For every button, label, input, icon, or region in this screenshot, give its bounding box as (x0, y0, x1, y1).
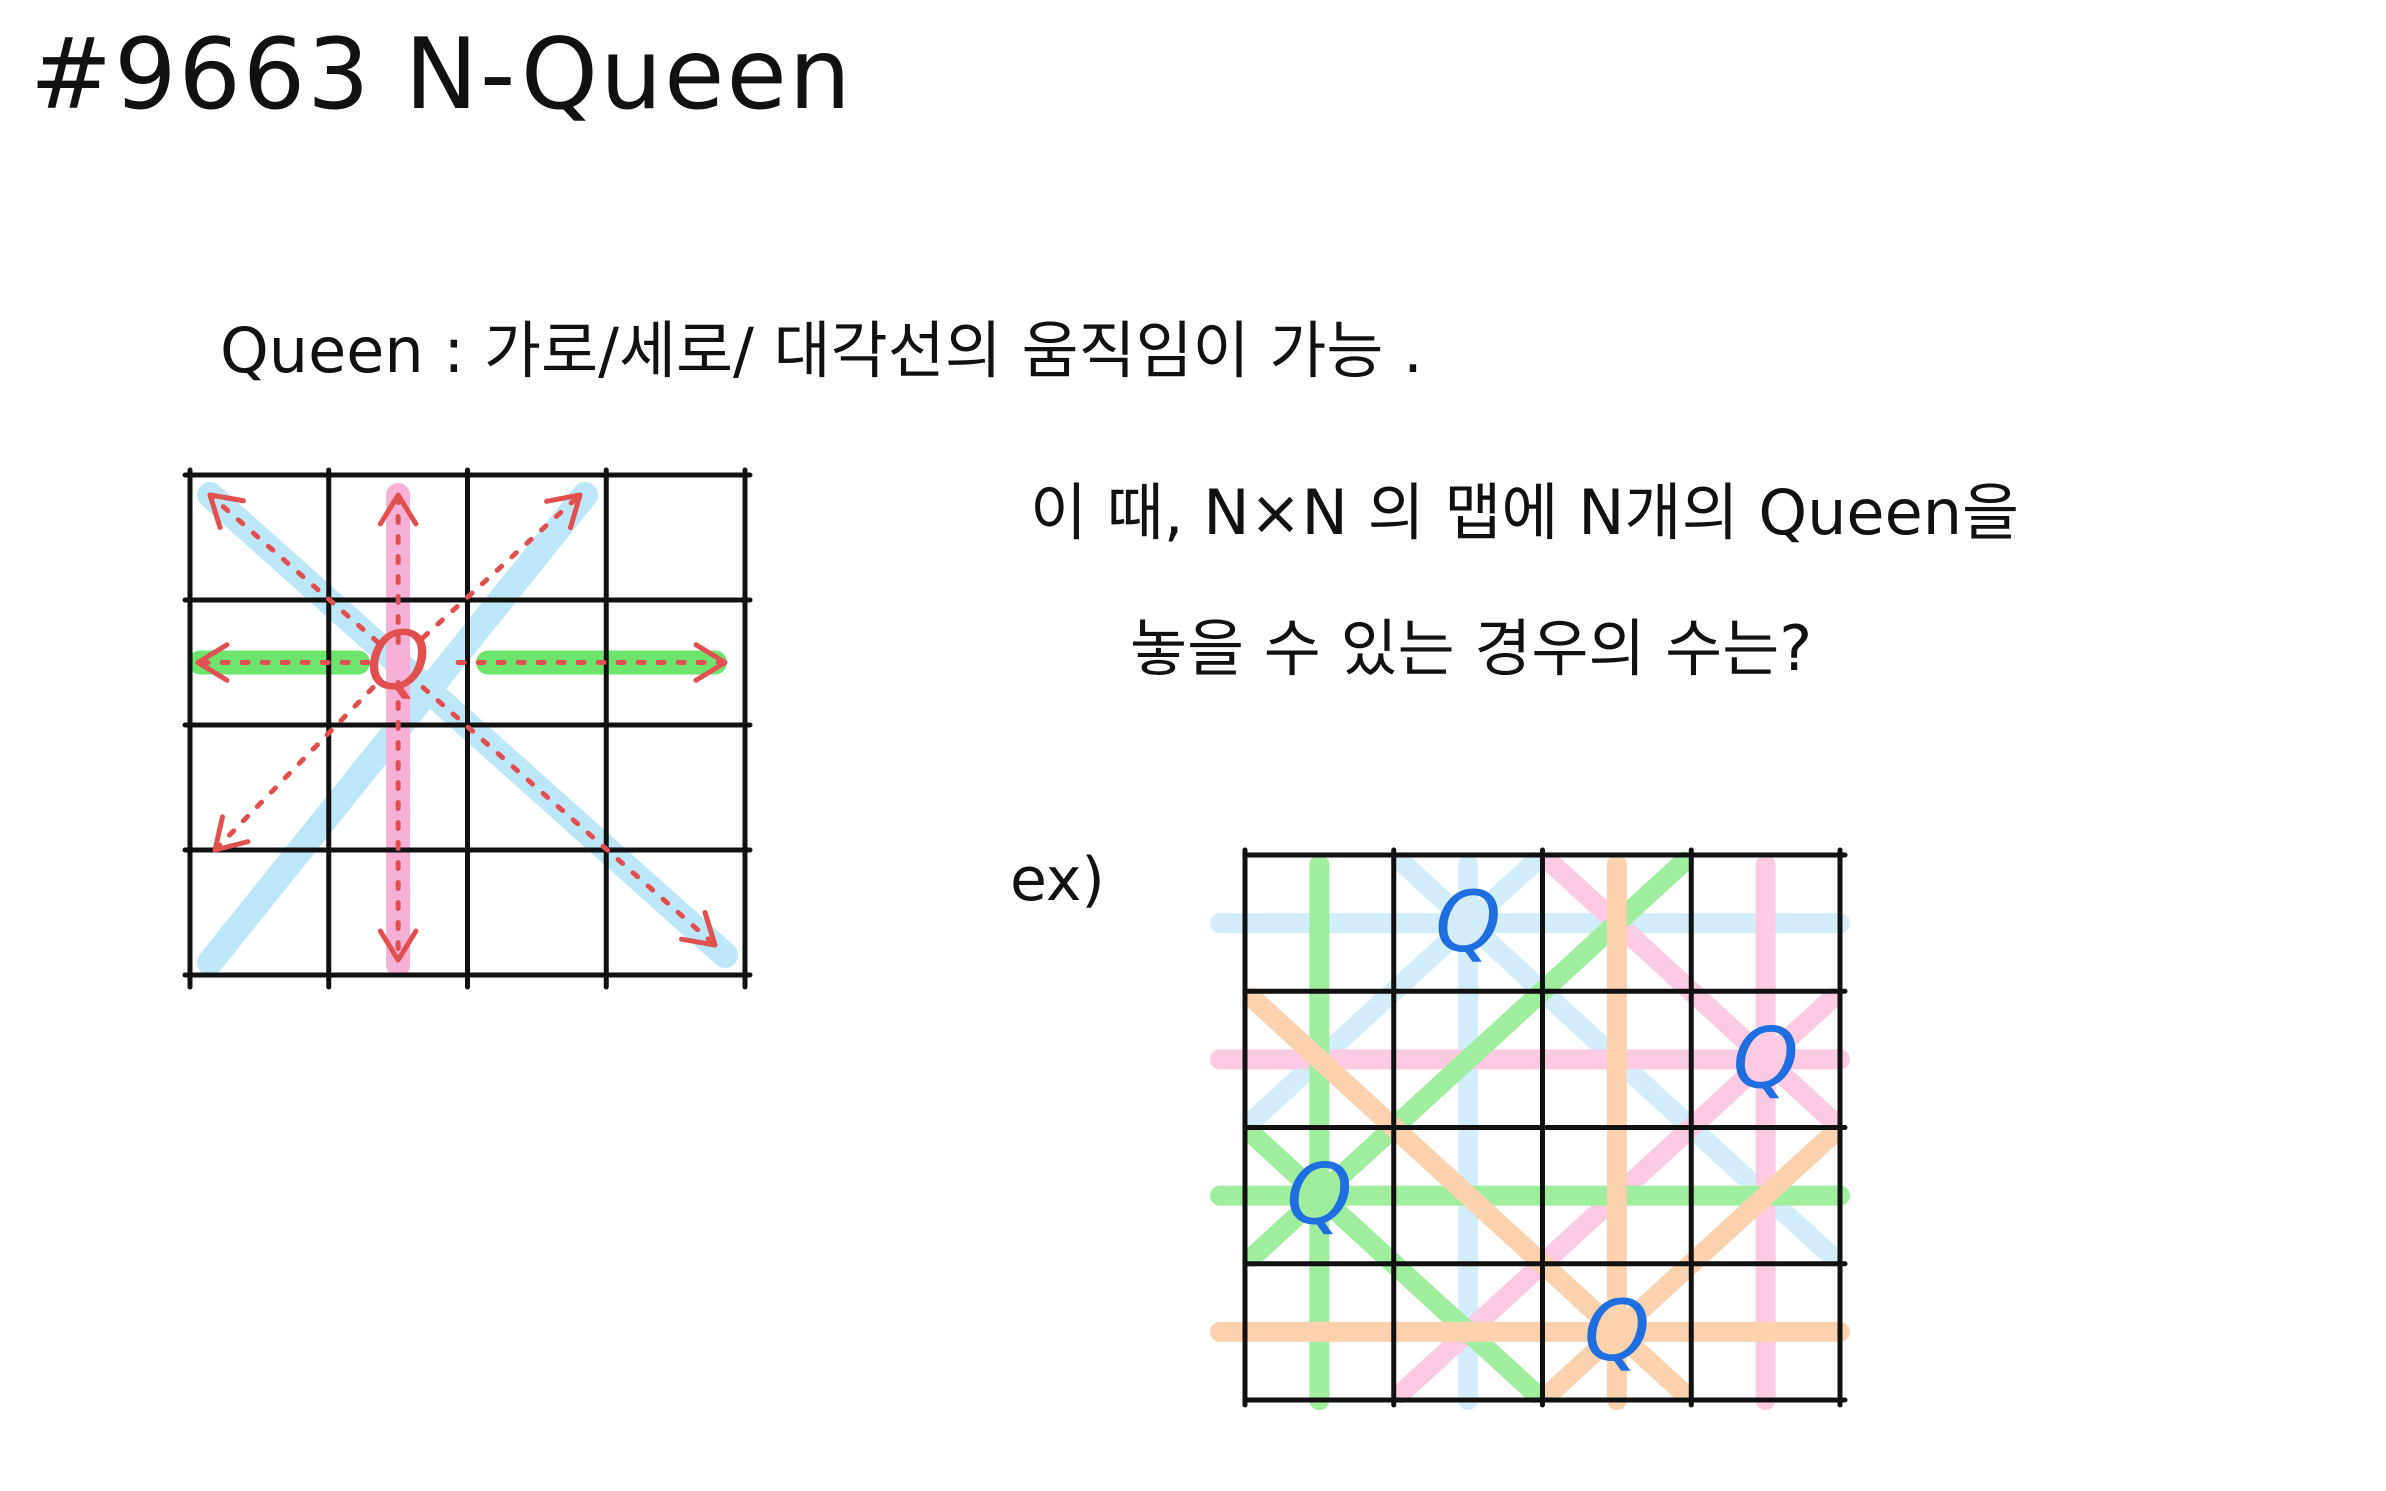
arrow-down-right-line (420, 685, 718, 948)
queen-marker: Q (1286, 1146, 1352, 1244)
arrow-up-left-head (207, 492, 247, 530)
arrow-down-left-line (212, 685, 376, 853)
arrow-up-right-line (420, 492, 583, 640)
queen-marker: Q (367, 615, 430, 708)
queen-marker: Q (1435, 873, 1501, 971)
example-label: ex) (1010, 845, 1105, 915)
move-arrows (195, 492, 728, 963)
arrow-left-head (195, 642, 230, 683)
arrow-up-left-line (207, 492, 381, 645)
attack-highlights (1210, 851, 1850, 1410)
arrow-down-head (377, 928, 419, 963)
question-line-1: 이 때, N×N 의 맵에 N개의 Queen을 (1030, 476, 2020, 549)
arrow-up-right-head (544, 492, 583, 531)
arrow-right-head (693, 642, 728, 683)
arrow-down-left-head (212, 814, 251, 853)
arrow-up-head (377, 492, 419, 527)
arrow-down-right-head (679, 909, 718, 948)
queen-marker: Q (1584, 1282, 1650, 1380)
page-title: #9663 N-Queen (30, 18, 853, 132)
queen-marker: Q (1733, 1009, 1799, 1107)
question-line-2: 놓을 수 있는 경우의 수는? (1130, 612, 1813, 685)
queen-description: Queen : 가로/세로/ 대각선의 움직임이 가능 . (220, 314, 1423, 387)
grid-lines (1242, 847, 1848, 1408)
